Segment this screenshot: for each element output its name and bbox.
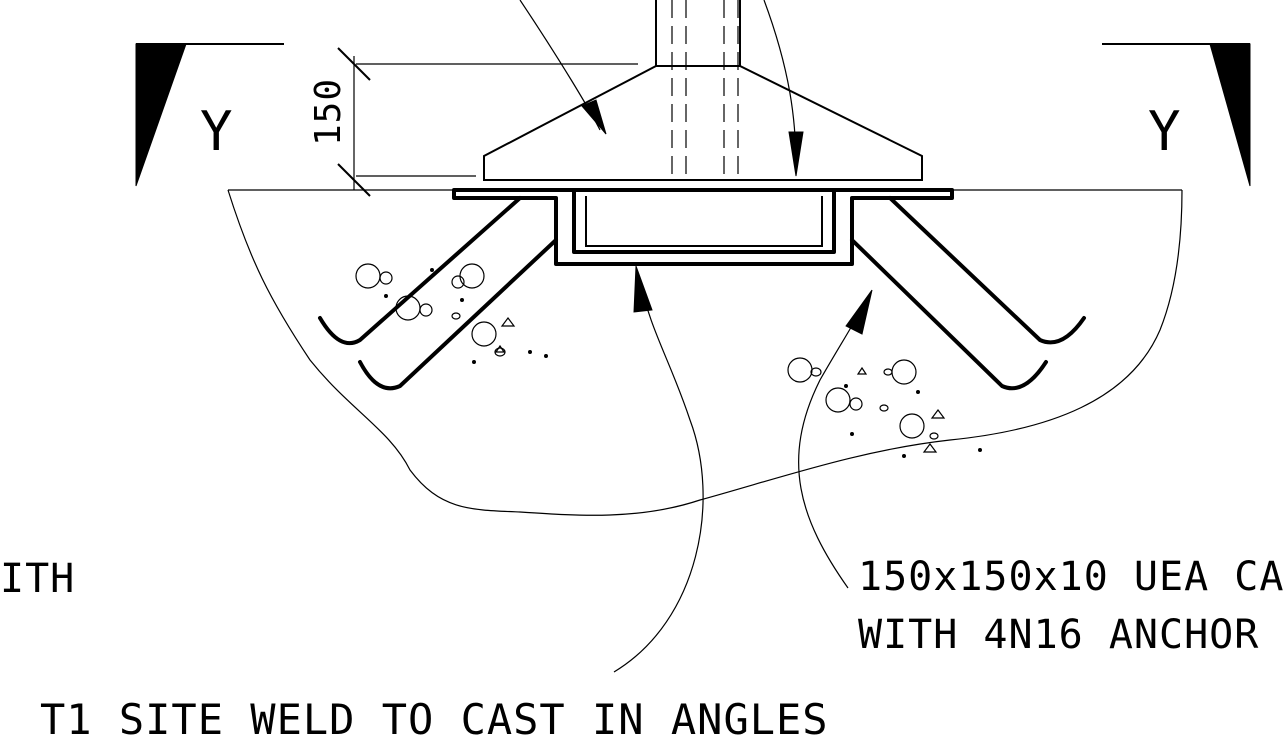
section-marker-left: Y xyxy=(135,43,284,187)
leader-top-left xyxy=(519,0,607,135)
callout-right-line2: WITH 4N16 ANCHOR xyxy=(858,612,1259,658)
steel-column xyxy=(655,0,741,176)
callout-bottom: T1 SITE WELD TO CAST IN ANGLES xyxy=(40,695,829,744)
leader-right-angle xyxy=(798,289,873,589)
dimension-label: 150 xyxy=(308,78,349,146)
concrete-breakline xyxy=(227,189,1183,516)
leader-bottom-weld xyxy=(613,265,704,673)
callout-right-line1: 150x150x10 UEA CAST xyxy=(858,554,1285,600)
section-marker-right: Y xyxy=(1102,43,1251,187)
section-label-right: Y xyxy=(1148,100,1182,163)
anchor-bars xyxy=(318,196,1086,391)
callout-left-partial: ITH xyxy=(0,556,75,602)
cast-in-angles xyxy=(452,188,954,266)
section-label-left: Y xyxy=(200,100,234,163)
leader-top-right xyxy=(763,0,804,177)
base-plate-haunch xyxy=(483,65,923,181)
concrete-aggregate xyxy=(355,263,982,458)
dimension-150: 150 xyxy=(308,47,638,197)
